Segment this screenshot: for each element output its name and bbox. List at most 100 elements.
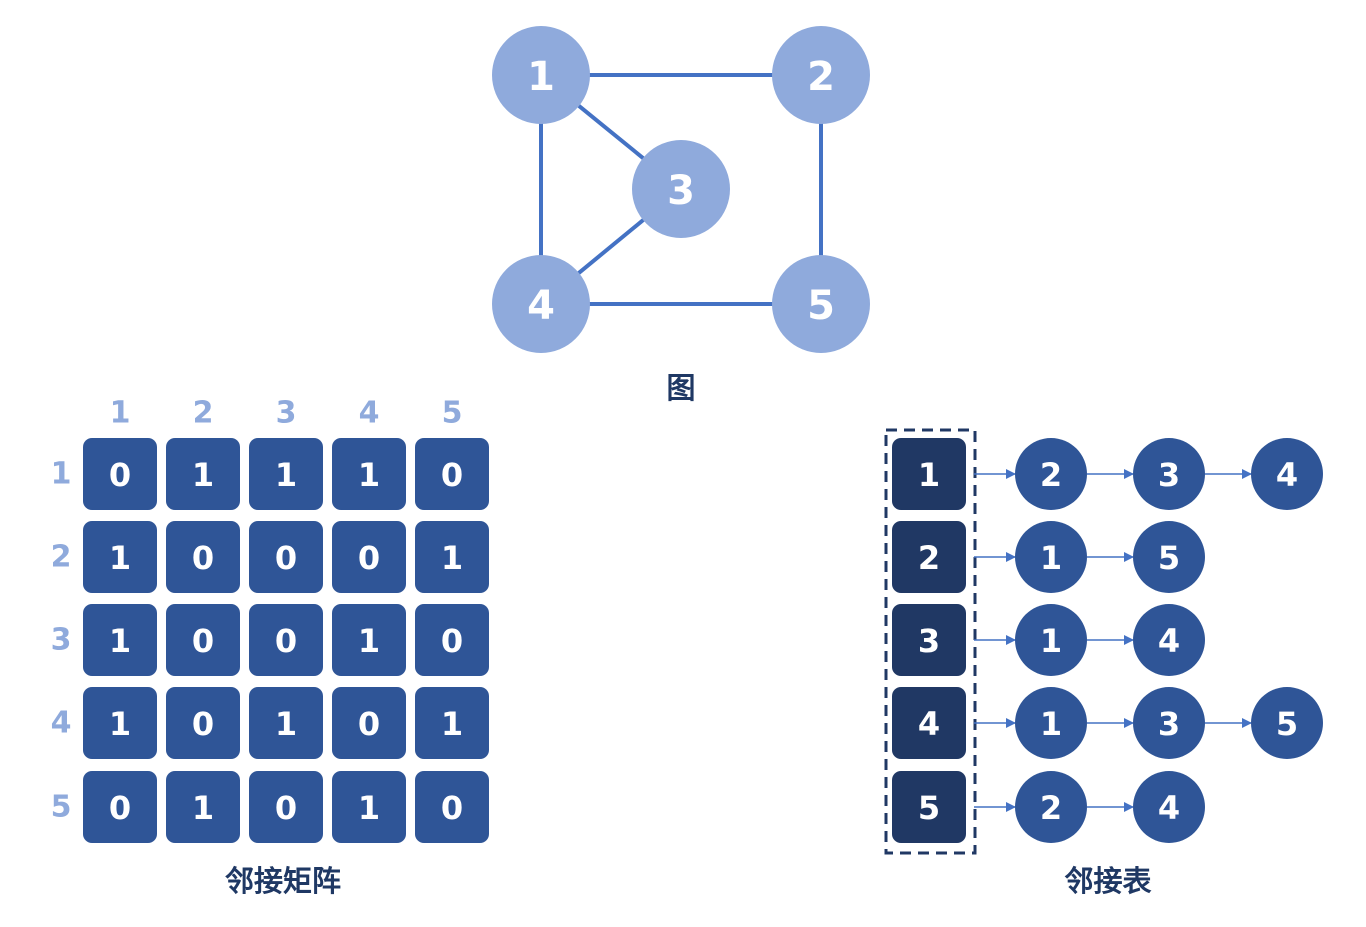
matrix-cell-value: 1 [109, 622, 131, 660]
matrix-cell-value: 1 [109, 705, 131, 743]
matrix-cell-r2-c1: 1 [83, 521, 157, 593]
matrix-cell-box [332, 438, 406, 510]
matrix-cell-box [166, 604, 240, 676]
matrix-cell-r3-c4: 1 [332, 604, 406, 676]
matrix-cell-r2-c5: 1 [415, 521, 489, 593]
head-cell-box [892, 771, 966, 843]
head-array-frame [884, 428, 977, 855]
matrix-cell-r1-c2: 1 [166, 438, 240, 510]
list-node-circle [1015, 438, 1087, 510]
matrix-column-label: 3 [276, 396, 297, 431]
matrix-cell-r3-c5: 0 [415, 604, 489, 676]
graph-caption: 图 [666, 371, 695, 405]
matrix-cell-value: 1 [358, 622, 380, 660]
matrix-cell-box [332, 521, 406, 593]
list-node-circle [1133, 438, 1205, 510]
list-node-circle [1015, 687, 1087, 759]
matrix-cell-value: 0 [441, 456, 463, 494]
list-node-circle [1133, 604, 1205, 676]
matrix-cell-r3-c1: 1 [83, 604, 157, 676]
list-node-label: 3 [1158, 456, 1180, 494]
matrix-cell-r3-c3: 0 [249, 604, 323, 676]
matrix-cell-r1-c4: 1 [332, 438, 406, 510]
matrix-row-label: 3 [51, 623, 72, 658]
matrix-cell-value: 0 [358, 705, 380, 743]
matrix-cell-box [166, 687, 240, 759]
head-cell-label: 5 [918, 789, 940, 827]
matrix-cell-r4-c3: 1 [249, 687, 323, 759]
list-node-label: 5 [1276, 705, 1298, 743]
graph-node-4: 4 [492, 255, 590, 353]
graph-node-1: 1 [492, 26, 590, 124]
list-node-circle [1251, 687, 1323, 759]
head-cell-label: 3 [918, 622, 940, 660]
matrix-cell-box [332, 604, 406, 676]
matrix-cell-box [415, 687, 489, 759]
list-node-circle [1015, 521, 1087, 593]
matrix-cell-r1-c3: 1 [249, 438, 323, 510]
list-node-label: 4 [1276, 456, 1298, 494]
matrix-cell-r4-c2: 0 [166, 687, 240, 759]
head-cell-box [892, 604, 966, 676]
matrix-cell-r2-c2: 0 [166, 521, 240, 593]
list-node-circle [1015, 771, 1087, 843]
list-node-circle [1133, 521, 1205, 593]
matrix-cell-box [166, 771, 240, 843]
matrix-cell-value: 0 [275, 539, 297, 577]
graph-nodes: 1 2 3 4 5 [492, 26, 870, 353]
matrix-row-label: 5 [51, 790, 72, 825]
matrix-cell-value: 1 [275, 705, 297, 743]
matrix-cell-box [249, 604, 323, 676]
matrix-cell-value: 1 [441, 705, 463, 743]
matrix-cell-box [415, 521, 489, 593]
matrix-cell-box [166, 438, 240, 510]
graph-node-label: 3 [667, 168, 695, 214]
matrix-cell-value: 0 [192, 622, 214, 660]
graph-node-2: 2 [772, 26, 870, 124]
matrix-cell-r4-c5: 1 [415, 687, 489, 759]
matrix-cell-value: 0 [109, 456, 131, 494]
matrix-cell-box [249, 438, 323, 510]
head-cell-label: 4 [918, 705, 940, 743]
list-node-circle [1133, 687, 1205, 759]
list-node-label: 3 [1158, 705, 1180, 743]
matrix-cell-box [249, 687, 323, 759]
graph-edge-1-3 [576, 103, 646, 161]
adjacency-list-row-2: 2 1 5 [892, 521, 1205, 593]
matrix-cell-value: 1 [358, 456, 380, 494]
list-node-label: 2 [1040, 789, 1062, 827]
list-node-label: 1 [1040, 539, 1062, 577]
matrix-cell-box [249, 521, 323, 593]
matrix-cell-r1-c1: 0 [83, 438, 157, 510]
matrix-cell-value: 0 [275, 622, 297, 660]
head-cell-label: 2 [918, 539, 940, 577]
graph-node-circle [772, 26, 870, 124]
matrix-row-label: 2 [51, 540, 72, 575]
matrix-column-label: 5 [442, 396, 463, 431]
matrix-cell-r2-c3: 0 [249, 521, 323, 593]
graph-node-circle [492, 255, 590, 353]
matrix-cell-value: 1 [275, 456, 297, 494]
matrix-cell-value: 1 [192, 789, 214, 827]
graph-node-5: 5 [772, 255, 870, 353]
matrix-cell-r4-c4: 0 [332, 687, 406, 759]
list-node-label: 5 [1158, 539, 1180, 577]
matrix-cell-value: 1 [358, 789, 380, 827]
list-node-label: 1 [1040, 705, 1062, 743]
matrix-cell-r5-c4: 1 [332, 771, 406, 843]
list-node-label: 2 [1040, 456, 1062, 494]
matrix-cell-r5-c1: 0 [83, 771, 157, 843]
matrix-cell-value: 0 [109, 789, 131, 827]
matrix-column-label: 4 [359, 396, 380, 431]
head-cell-box [892, 687, 966, 759]
list-node-circle [1133, 771, 1205, 843]
matrix-row-label: 1 [51, 457, 72, 492]
